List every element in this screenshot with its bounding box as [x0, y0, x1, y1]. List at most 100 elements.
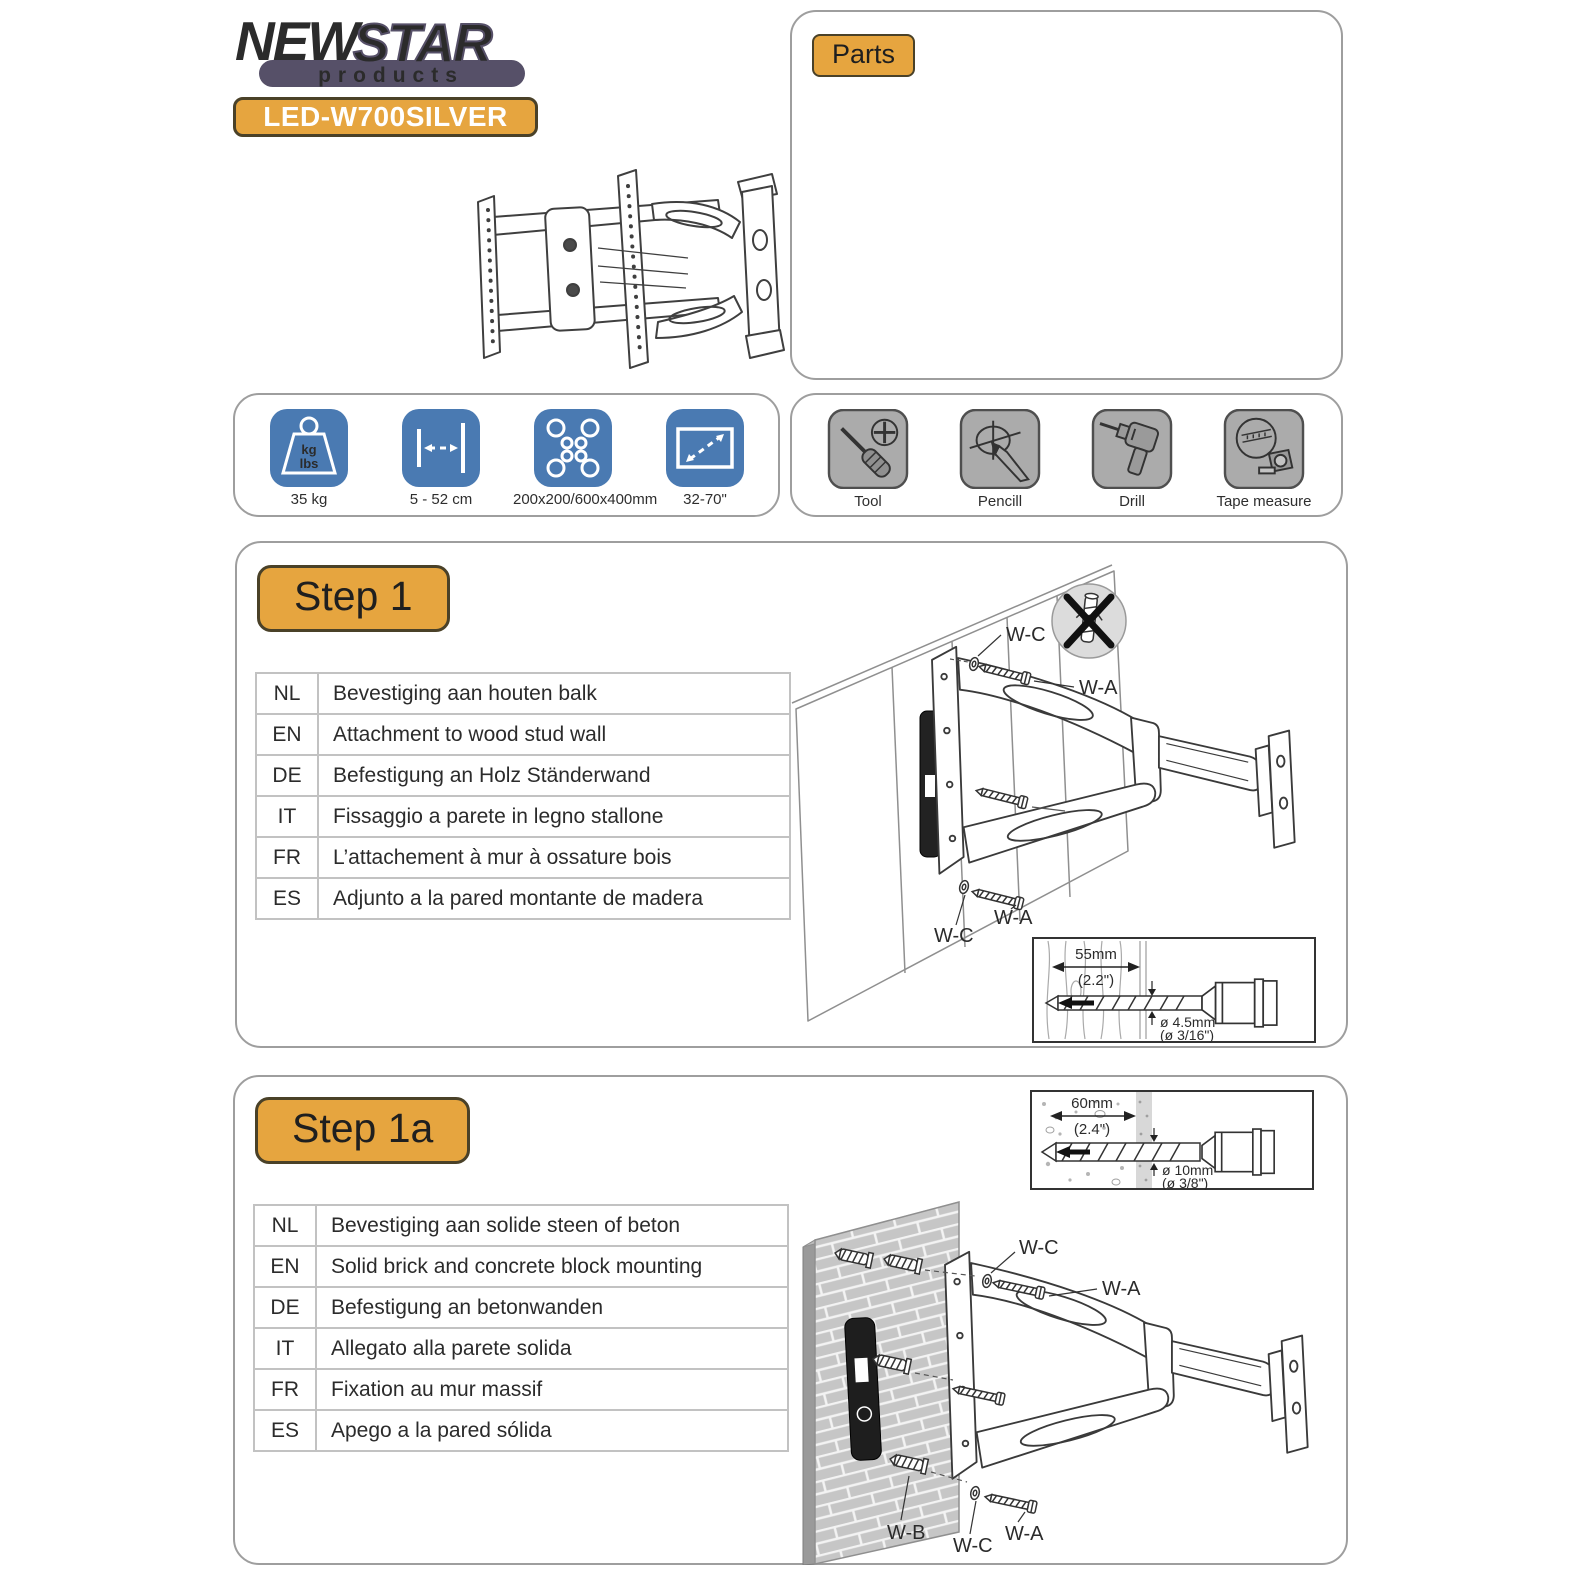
- lang-code: ES: [253, 1409, 317, 1452]
- inset1-depth-mm: 55mm: [1075, 946, 1117, 963]
- step1-label-washer-top: W-C: [1006, 624, 1046, 646]
- table-row: FR Fixation au mur massif: [253, 1368, 789, 1411]
- table-row: DE Befestigung an Holz Ständerwand: [255, 754, 791, 797]
- tool-drill-label: Drill: [1119, 493, 1145, 510]
- lang-text: Befestigung an Holz Ständerwand: [317, 754, 791, 797]
- step1a-translation-table: NL Bevestiging aan solide steen of beton…: [253, 1204, 789, 1452]
- wall-distance-icon: [402, 409, 480, 487]
- brand-tagline: products: [318, 64, 464, 87]
- tape-measure-icon: [1223, 409, 1305, 489]
- tool-drill: Drill: [1072, 409, 1192, 510]
- step1a-label-washer-bottom: W-C: [953, 1535, 993, 1557]
- tool-screwdriver: Tool: [808, 409, 928, 510]
- lang-code: IT: [255, 795, 319, 838]
- concrete-speckle: [1042, 1100, 1124, 1182]
- parts-title-badge: Parts: [812, 34, 916, 77]
- brand-word-star: STAR: [353, 12, 493, 74]
- step1-label-screw-bottom: W-A: [994, 907, 1033, 929]
- screwdriver-icon: [827, 409, 909, 489]
- pencil-icon: [959, 409, 1041, 489]
- table-row: IT Fissaggio a parete in legno stallone: [255, 795, 791, 838]
- spec-screen-size-label: 32-70": [683, 491, 727, 508]
- tool-tape-measure-label: Tape measure: [1216, 493, 1312, 510]
- tool-tape-measure: Tape measure: [1204, 409, 1324, 510]
- product-line-drawing: [477, 169, 785, 369]
- table-row: ES Adjunto a la pared montante de madera: [255, 877, 791, 920]
- step1-box: Step 1 NL Bevestiging aan houten balk EN…: [235, 541, 1348, 1048]
- inset1a-depth-in: (2.4"): [1074, 1121, 1110, 1138]
- lang-code: ES: [255, 877, 319, 920]
- model-badge: LED-W700SILVER: [233, 97, 538, 137]
- tool-pencil: Pencill: [940, 409, 1060, 510]
- lang-code: IT: [253, 1327, 317, 1370]
- lang-code: NL: [255, 672, 319, 715]
- lang-code: NL: [253, 1204, 317, 1247]
- lang-text: Apego a la pared sólida: [315, 1409, 789, 1452]
- table-row: DE Befestigung an betonwanden: [253, 1286, 789, 1329]
- lang-code: DE: [253, 1286, 317, 1329]
- lang-text: Allegato alla parete solida: [315, 1327, 789, 1370]
- spec-screen-size: 32-70": [645, 409, 765, 508]
- step1a-drill-depth-inset: 60mm (2.4") ø 10mm (ø 3/8"): [1030, 1090, 1314, 1190]
- specs-box: kg lbs 35 kg 5 - 52 cm: [233, 393, 780, 517]
- step1-translation-table: NL Bevestiging aan houten balk EN Attach…: [255, 672, 791, 920]
- inset1-depth-in: (2.2"): [1078, 972, 1114, 989]
- table-row: ES Apego a la pared sólida: [253, 1409, 789, 1452]
- lang-text: Adjunto a la pared montante de madera: [317, 877, 791, 920]
- lang-code: DE: [255, 754, 319, 797]
- inset1-dia-in: (ø 3/16"): [1160, 1027, 1214, 1043]
- spec-weight-label: 35 kg: [290, 491, 328, 508]
- wood-grain: [1046, 940, 1123, 1040]
- vesa-pattern-icon: [534, 409, 612, 487]
- tools-box: Tool Pencill: [790, 393, 1343, 517]
- lang-text: Bevestiging aan houten balk: [317, 672, 791, 715]
- step1a-label-washer-top: W-C: [1019, 1237, 1059, 1259]
- inset1a-dia-mm: ø 10mm: [1162, 1162, 1213, 1178]
- weight-unit-kg: kg: [301, 442, 316, 457]
- lang-text: Fissaggio a parete in legno stallone: [317, 795, 791, 838]
- lang-text: Bevestiging aan solide steen of beton: [315, 1204, 789, 1247]
- lang-code: FR: [253, 1368, 317, 1411]
- inset1a-depth-mm: 60mm: [1071, 1095, 1113, 1112]
- spec-vesa-label: 200x200/600x400mm: [513, 491, 658, 508]
- spec-weight: kg lbs 35 kg: [249, 409, 369, 508]
- lang-text: Fixation au mur massif: [315, 1368, 789, 1411]
- weight-capacity-icon: kg lbs: [270, 409, 348, 487]
- tool-screwdriver-label: Tool: [854, 493, 882, 510]
- brand-logo-bar: [259, 60, 525, 87]
- lang-text: Attachment to wood stud wall: [317, 713, 791, 756]
- step1a-box: Step 1a 60mm (2.4: [233, 1075, 1348, 1565]
- table-row: EN Solid brick and concrete block mounti…: [253, 1245, 789, 1288]
- parts-box: Parts: [790, 10, 1343, 380]
- lang-code: FR: [255, 836, 319, 879]
- step1a-title-badge: Step 1a: [255, 1097, 471, 1164]
- lang-text: Solid brick and concrete block mounting: [315, 1245, 789, 1288]
- step1a-label-screw-bottom: W-A: [1005, 1523, 1044, 1545]
- spec-vesa: 200x200/600x400mm: [513, 409, 658, 508]
- step1-label-screw-top: W-A: [1079, 677, 1118, 699]
- cable-cover: [844, 1317, 882, 1461]
- step1-drill-depth-inset: 55mm (2.2") ø 4.5mm (ø 3/16"): [1032, 937, 1316, 1043]
- lang-text: L’attachement à mur à ossature bois: [317, 836, 791, 879]
- step1a-label-screw-top: W-A: [1102, 1278, 1141, 1300]
- table-row: NL Bevestiging aan solide steen of beton: [253, 1204, 789, 1247]
- table-row: EN Attachment to wood stud wall: [255, 713, 791, 756]
- weight-unit-lbs: lbs: [300, 456, 319, 471]
- no-wall-plug-icon: [1051, 583, 1127, 659]
- lang-code: EN: [255, 713, 319, 756]
- table-row: IT Allegato alla parete solida: [253, 1327, 789, 1370]
- table-row: NL Bevestiging aan houten balk: [255, 672, 791, 715]
- spec-distance-label: 5 - 52 cm: [409, 491, 473, 508]
- step1a-label-anchor: W-B: [887, 1522, 926, 1544]
- step1-wood-stud-diagram: W-C W-A W-A W-C: [791, 564, 1296, 1022]
- step1-title-badge: Step 1: [257, 565, 450, 632]
- spec-distance: 5 - 52 cm: [381, 409, 501, 508]
- drill-icon: [1091, 409, 1173, 489]
- table-row: FR L’attachement à mur à ossature bois: [255, 836, 791, 879]
- step1a-brick-wall-diagram: W-C W-A W-B W-C W-A: [802, 1201, 1309, 1565]
- inset1a-dia-in: (ø 3/8"): [1162, 1175, 1208, 1190]
- brand-logo: NEW STAR products: [235, 10, 525, 87]
- brand-word-new: NEW: [235, 10, 363, 72]
- lang-text: Befestigung an betonwanden: [315, 1286, 789, 1329]
